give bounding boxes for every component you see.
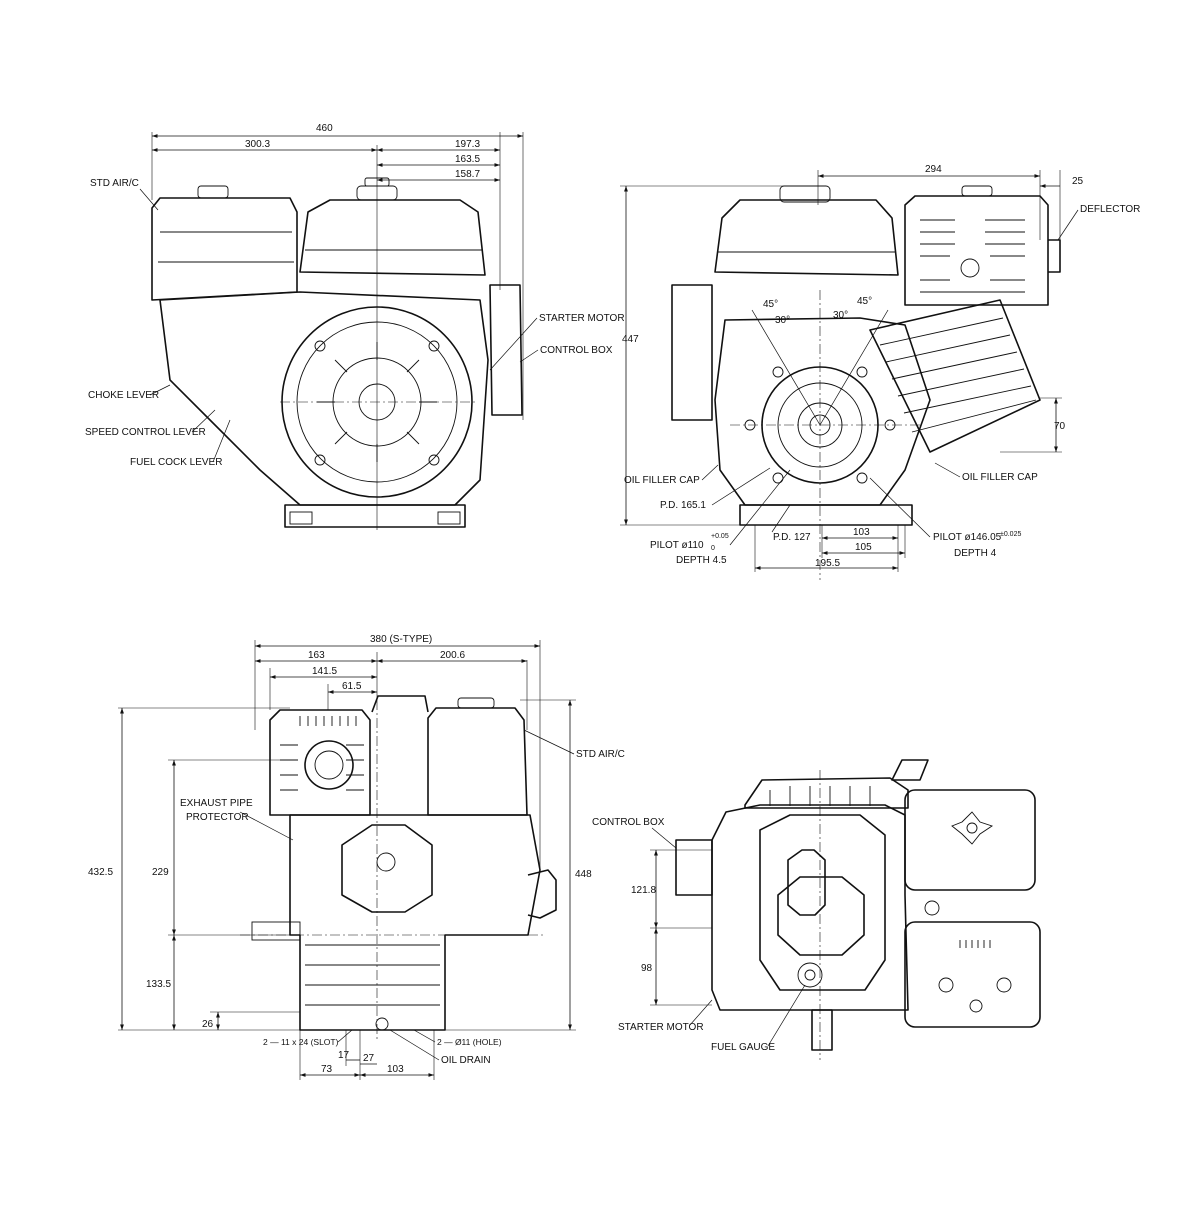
label-pilot-110: PILOT ø110 [650, 540, 704, 551]
dim-380-s-type: 380 (S-TYPE) [370, 634, 432, 645]
label-speed-control-lever: SPEED CONTROL LEVER [85, 427, 206, 438]
label-pd-127: P.D. 127 [773, 532, 811, 543]
dim-61-5: 61.5 [342, 681, 362, 692]
dim-26: 26 [202, 1019, 214, 1030]
label-oil-filler-cap-left: OIL FILLER CAP [624, 475, 700, 486]
dim-141-5: 141.5 [312, 666, 337, 677]
angle-45-right: 45° [857, 296, 872, 307]
muffler-slots [280, 716, 364, 791]
label-oil-drain: OIL DRAIN [441, 1055, 491, 1066]
dim-163: 163 [308, 650, 325, 661]
dim-432-5: 432.5 [88, 867, 113, 878]
label-control-box: CONTROL BOX [540, 345, 613, 356]
label-depth-4-5: DEPTH 4.5 [676, 555, 727, 566]
cylinder-fins [879, 317, 1037, 433]
dim-163-5: 163.5 [455, 154, 480, 165]
label-starter-motor: STARTER MOTOR [539, 313, 625, 324]
angle-45-left: 45° [763, 299, 778, 310]
dim-25: 25 [1072, 176, 1084, 187]
view-side-bottom: 380 (S-TYPE) 163 200.6 141.5 61.5 432.5 … [88, 634, 625, 1080]
dim-27: 27 [363, 1053, 375, 1064]
dim-17: 17 [338, 1050, 350, 1061]
label-exhaust-pipe: EXHAUST PIPE [180, 798, 253, 809]
dim-133-5: 133.5 [146, 979, 171, 990]
dim-294: 294 [925, 164, 942, 175]
dim-121-8: 121.8 [631, 885, 656, 896]
dim-105: 105 [855, 542, 872, 553]
label-hole: 2 — Ø11 (HOLE) [437, 1037, 502, 1047]
label-depth-4: DEPTH 4 [954, 548, 997, 559]
label-control-box-rear: CONTROL BOX [592, 817, 665, 828]
dim-447: 447 [622, 334, 639, 345]
label-slot: 2 — 11 x 24 (SLOT) [263, 1037, 339, 1047]
label-std-air-c-bottom: STD AIR/C [576, 749, 625, 760]
dim-195-5: 195.5 [815, 558, 840, 569]
dim-103-bottom: 103 [387, 1064, 404, 1075]
dim-70: 70 [1054, 421, 1066, 432]
starter-fins [769, 786, 871, 806]
dim-200-6: 200.6 [440, 650, 465, 661]
crankcase-ribs [305, 944, 440, 1006]
label-fuel-cock-lever: FUEL COCK LEVER [130, 457, 222, 468]
label-oil-filler-cap-right: OIL FILLER CAP [962, 472, 1038, 483]
view-front-right: 447 294 25 70 DEFLECTOR [620, 164, 1140, 580]
label-protector: PROTECTOR [186, 812, 249, 823]
angle-30-right: 30° [833, 310, 848, 321]
label-starter-motor-rear: STARTER MOTOR [618, 1022, 704, 1033]
label-pd-165-1: P.D. 165.1 [660, 500, 706, 511]
dim-73: 73 [321, 1064, 333, 1075]
label-std-air-c: STD AIR/C [90, 178, 139, 189]
label-pilot-110-tol-up: +0.05 [711, 533, 729, 540]
label-pilot-110-tol-dn: 0 [711, 545, 715, 552]
air-cleaner-grille [920, 219, 1025, 293]
view-side-left: 460 300.3 197.3 163.5 158.7 [85, 123, 625, 530]
label-choke-lever: CHOKE LEVER [88, 390, 159, 401]
label-deflector: DEFLECTOR [1080, 204, 1140, 215]
label-fuel-gauge: FUEL GAUGE [711, 1042, 775, 1053]
gauge-ticks [959, 940, 991, 948]
label-pilot-146-tol: ±0.025 [1000, 531, 1021, 538]
angle-30-left: 30° [775, 315, 790, 326]
dim-229: 229 [152, 867, 169, 878]
dim-158-7: 158.7 [455, 169, 480, 180]
dim-460: 460 [316, 123, 333, 134]
dim-103-front: 103 [853, 527, 870, 538]
flywheel-slots [317, 342, 437, 462]
label-pilot-146: PILOT ø146.05 [933, 532, 1002, 543]
dim-300-3: 300.3 [245, 139, 270, 150]
view-rear-bottom: 121.8 98 [592, 759, 1041, 1060]
dim-98: 98 [641, 963, 653, 974]
dim-448: 448 [575, 869, 592, 880]
dim-197-3: 197.3 [455, 139, 480, 150]
